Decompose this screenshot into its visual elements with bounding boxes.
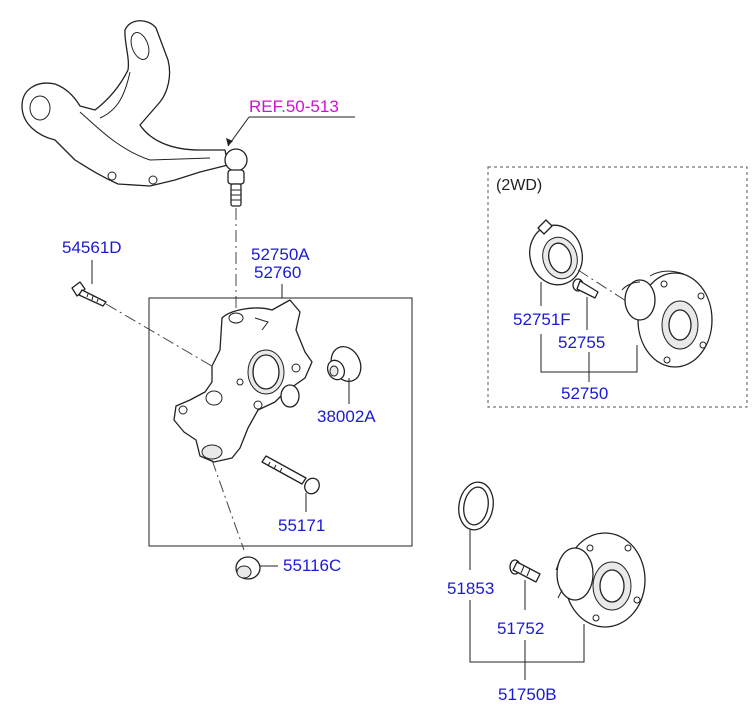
part-number-52755[interactable]: 52755 <box>558 333 605 352</box>
steering-knuckle <box>173 299 313 463</box>
hub-bolt-52755 <box>572 278 599 299</box>
bolt-54561D <box>71 281 107 307</box>
2wd-group-label[interactable]: (2WD) <box>496 177 542 194</box>
part-number-54561D[interactable]: 54561D <box>62 238 122 257</box>
2wd-group-frame <box>487 166 748 408</box>
part-number-52760[interactable]: 52760 <box>254 263 301 282</box>
part-number-38002A[interactable]: 38002A <box>317 407 376 426</box>
bushing-38002A <box>326 345 362 383</box>
part-number-55171[interactable]: 55171 <box>278 516 325 535</box>
dust-cover-52751F <box>529 219 583 286</box>
knuckle-group-frame <box>148 297 413 547</box>
bushing-55116C <box>235 556 261 580</box>
part-number-52750[interactable]: 52750 <box>561 384 608 403</box>
part-number-51752[interactable]: 51752 <box>497 619 544 638</box>
hub-bearing-52750 <box>621 270 713 368</box>
hub-bearing-51750B <box>555 532 646 628</box>
part-number-51853[interactable]: 51853 <box>447 579 494 598</box>
bolt-55171 <box>261 455 320 495</box>
ref-label[interactable]: REF.50-513 <box>249 97 339 116</box>
hub-bolt-51752 <box>509 559 541 583</box>
upper-control-arm <box>21 20 248 207</box>
o-ring-51853 <box>458 481 494 531</box>
part-number-52750A[interactable]: 52750A <box>251 245 310 264</box>
part-number-51750B[interactable]: 51750B <box>498 685 557 704</box>
part-number-52751F[interactable]: 52751F <box>513 310 571 329</box>
part-number-55116C[interactable]: 55116C <box>283 556 341 575</box>
